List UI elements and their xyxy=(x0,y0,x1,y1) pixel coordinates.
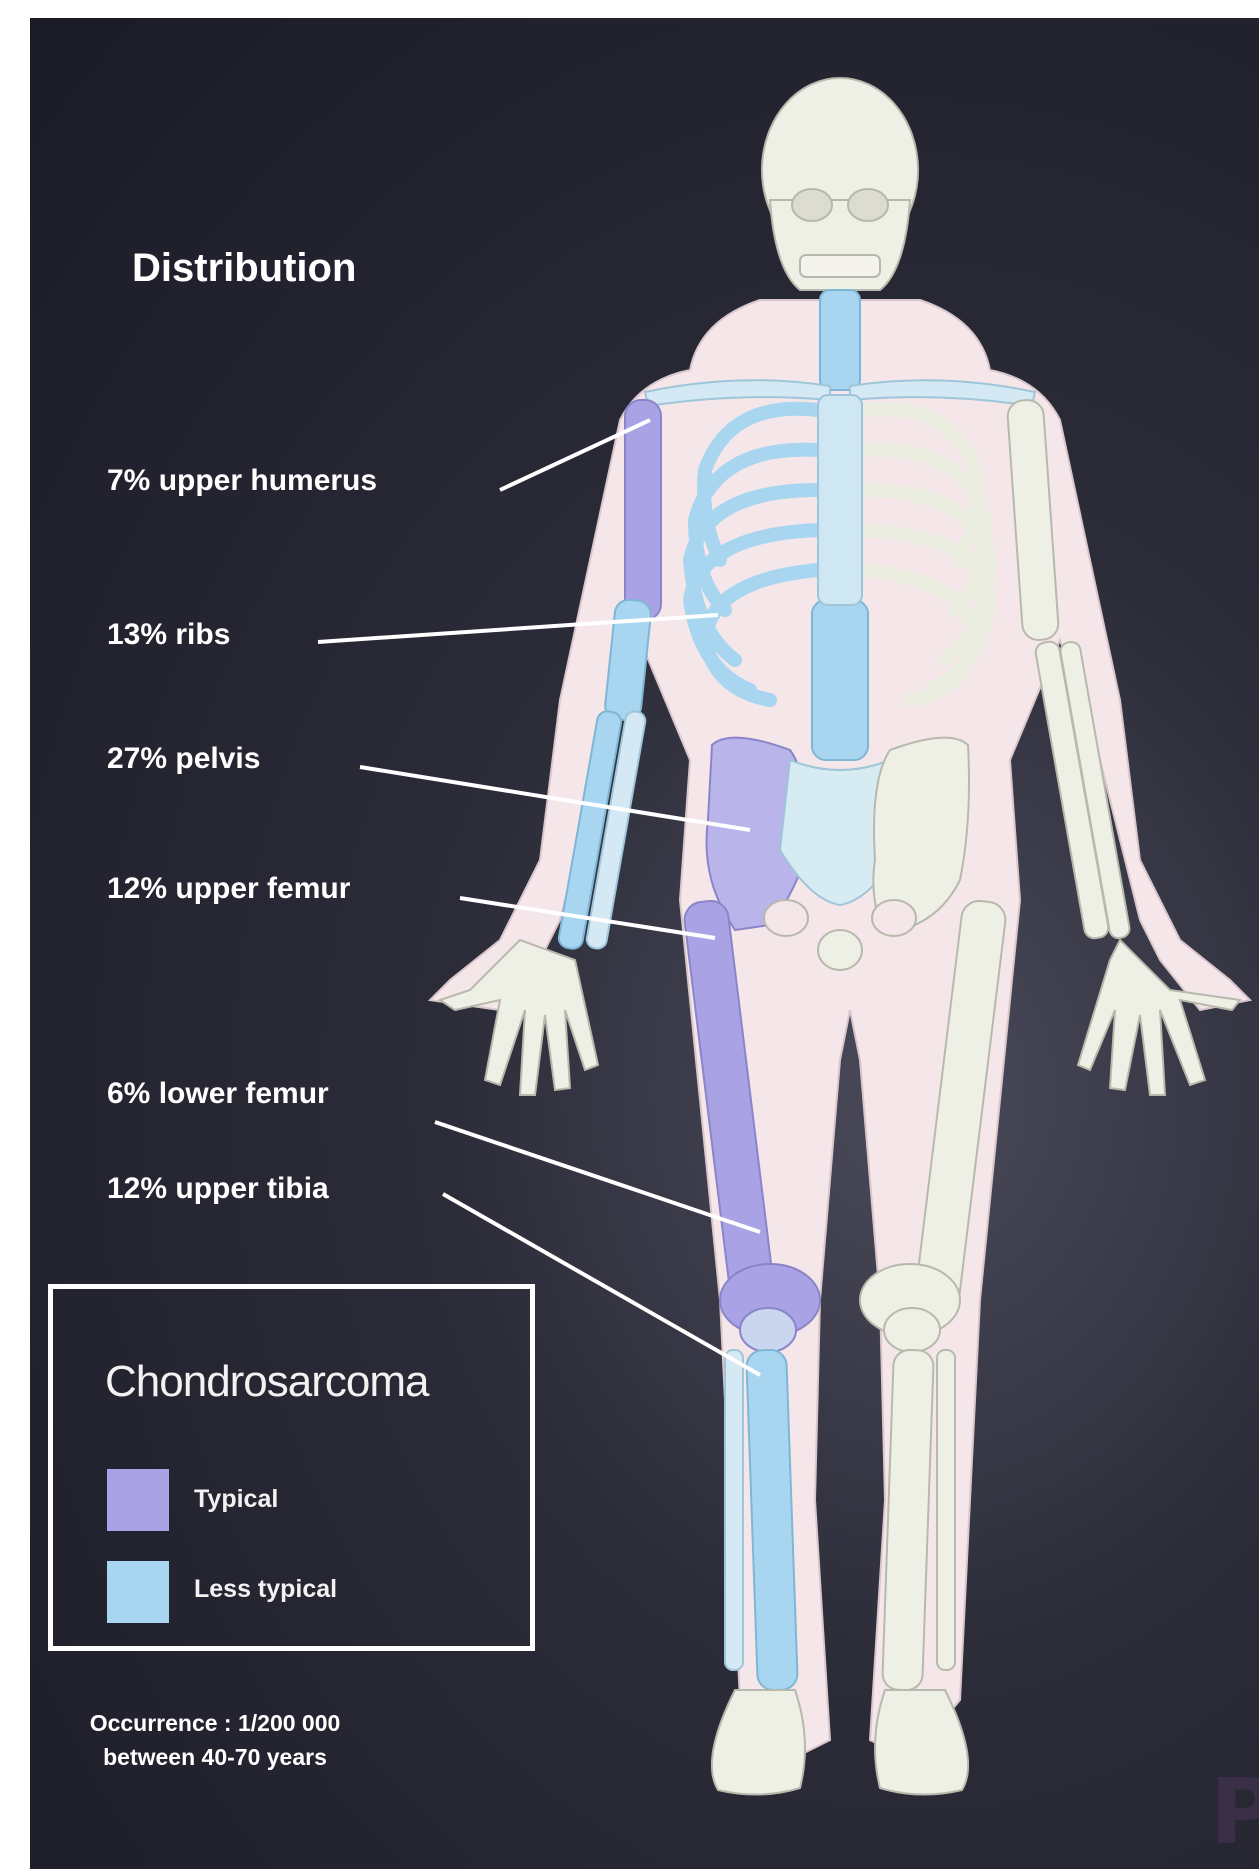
lower-legs xyxy=(725,1308,955,1691)
label-pelvis: 27% pelvis xyxy=(107,742,260,776)
label-upper-tibia: 12% upper tibia xyxy=(107,1172,329,1206)
skull xyxy=(762,78,918,290)
label-upper-femur: 12% upper femur xyxy=(107,872,350,906)
legend-swatch-typical xyxy=(107,1469,169,1531)
sternum xyxy=(818,395,862,605)
label-lower-femur: 6% lower femur xyxy=(107,1077,329,1111)
legend-label-less-typical: Less typical xyxy=(194,1575,337,1604)
label-upper-humerus: 7% upper humerus xyxy=(107,464,377,498)
label-ribs: 13% ribs xyxy=(107,618,230,652)
legend-label-typical: Typical xyxy=(194,1485,278,1514)
diagram-title: Distribution xyxy=(132,246,356,291)
legend-box: Chondrosarcoma Typical Less typical xyxy=(48,1284,535,1651)
occurrence-note: Occurrence : 1/200 000 between 40-70 yea… xyxy=(70,1706,360,1774)
feet xyxy=(712,1690,968,1795)
occurrence-line-2: between 40-70 years xyxy=(70,1740,360,1774)
legend-swatch-less-typical xyxy=(107,1561,169,1623)
occurrence-line-1: Occurrence : 1/200 000 xyxy=(70,1706,360,1740)
watermark-logo: P xyxy=(1210,1760,1259,1865)
left-arm-bones xyxy=(440,400,661,1095)
legend-title: Chondrosarcoma xyxy=(105,1357,429,1407)
